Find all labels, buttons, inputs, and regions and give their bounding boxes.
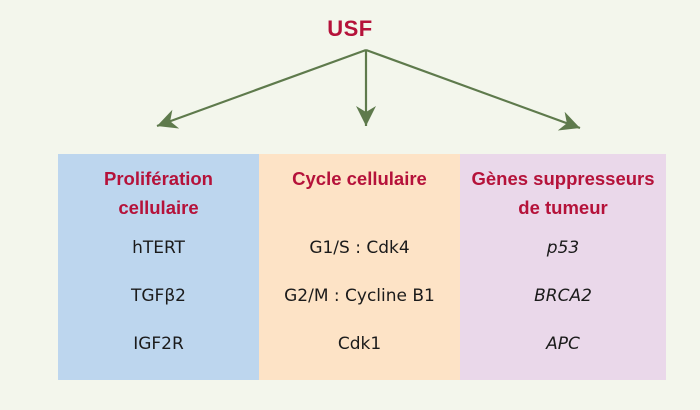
gene-item: TGFβ2 xyxy=(130,286,186,306)
box-genes-suppresseurs: Gènes suppresseurs de tumeur p53 BRCA2 A… xyxy=(460,154,666,380)
arrow-to-proliferation xyxy=(156,48,367,129)
gene-item: Cdk1 xyxy=(337,334,382,354)
gene-item: p53 xyxy=(546,238,580,258)
arrow-to-suppressors xyxy=(365,48,581,131)
gene-item: G2/M : Cycline B1 xyxy=(284,286,435,306)
box-cycle-cellulaire: Cycle cellulaire G1/S : Cdk4 G2/M : Cycl… xyxy=(259,154,460,380)
box-title: Prolifération cellulaire xyxy=(104,168,213,218)
gene-item: BRCA2 xyxy=(534,286,592,306)
box-title: Cycle cellulaire xyxy=(292,168,427,189)
box-proliferation-cellulaire: Prolifération cellulaire hTERT TGFβ2 IGF… xyxy=(58,154,259,380)
gene-item: hTERT xyxy=(132,238,185,258)
gene-item: IGF2R xyxy=(133,334,184,354)
box-title: Gènes suppresseurs de tumeur xyxy=(471,168,655,218)
usf-root-label: USF xyxy=(327,16,373,41)
gene-item: APC xyxy=(546,334,580,354)
gene-item: G1/S : Cdk4 xyxy=(309,238,410,258)
